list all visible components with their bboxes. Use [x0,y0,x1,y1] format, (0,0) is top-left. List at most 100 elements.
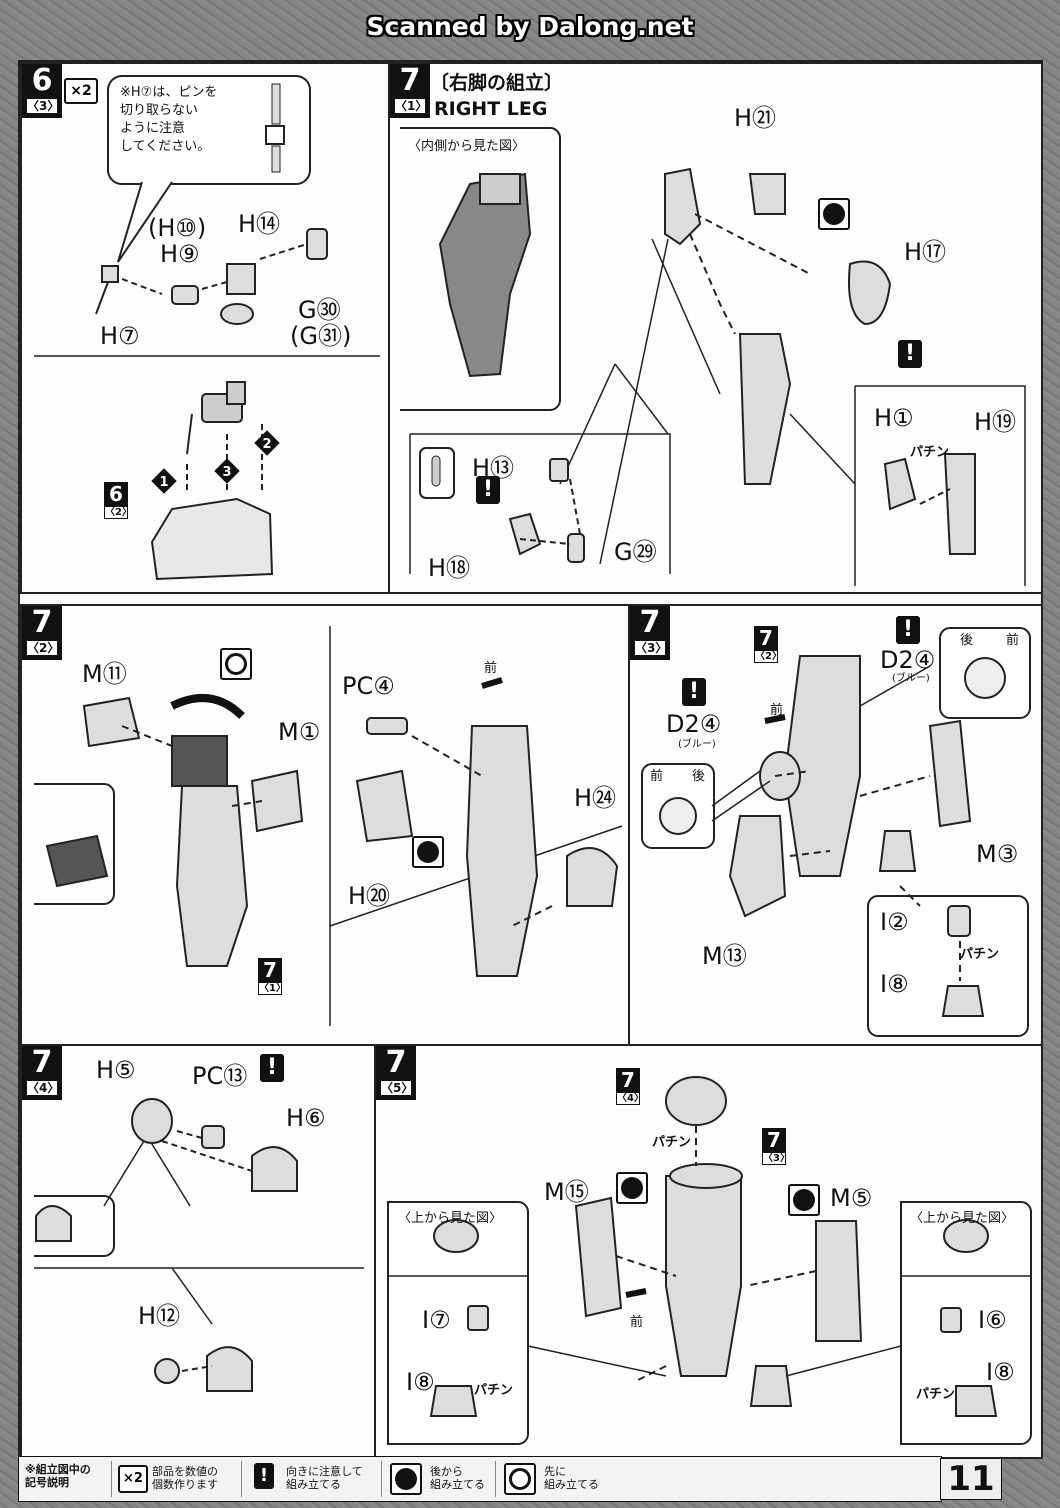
step-7-3-drawing [641,627,1031,1037]
blue-note: (ブルー) [892,673,930,684]
part-label: I⑧ [880,970,909,998]
part-label: H⑫ [138,1302,181,1330]
part-label: I⑧ [406,1368,435,1396]
step-badge: 7〈2〉 [22,606,62,660]
part-label: PC④ [342,672,395,700]
part-label: H㉔ [574,784,617,812]
part-label: M① [278,718,321,746]
part-label: I② [880,908,909,936]
part-label: G㉙ [614,538,657,566]
step-badge: 7〈4〉 [22,1046,62,1100]
part-label: H⑦ [100,322,140,350]
part-label: H⑭ [238,210,281,238]
step-title-jp: 〔右脚の組立〕 [430,72,564,94]
step-6-panel: 6〈3〉 ×2 [20,62,392,594]
step-7-1-drawing [400,127,1026,586]
front-label: 前 [630,1315,644,1330]
part-label: H㉑ [734,104,777,132]
step-badge: 6〈3〉 [22,64,62,118]
part-label: H⑰ [904,238,947,266]
part-label: I⑥ [978,1306,1007,1334]
click-sound: パチン [474,1383,514,1398]
part-label: M⑪ [82,660,127,688]
warning-icon: ! [682,678,706,706]
svg-text:2: 2 [262,437,271,452]
legend-item-first: 先に 組み立てる [495,1461,606,1497]
warning-icon: ! [476,476,500,504]
front-label: 前 [484,661,498,676]
part-label: H⑤ [96,1056,136,1084]
step-7-2-drawing [34,626,623,1026]
back-label: 後 [960,633,974,648]
reference-badge: 7〈3〉 [762,1128,790,1165]
page-number: 11 [940,1458,1002,1500]
step-7-5-panel: 7〈5〉 [374,1044,1043,1459]
part-label: H⑳ [348,882,391,910]
step-title-en: RIGHT LEG [434,98,548,120]
step-7-2-panel: 7〈2〉 M⑪ [20,604,632,1048]
part-label: PC⑬ [192,1062,248,1090]
warning-icon: ! [898,340,922,368]
part-label: (H⑩) [148,214,207,242]
part-label: (G㉛) [290,322,352,350]
step-badge: 7〈1〉 [390,64,430,118]
step-badge: 7〈5〉 [376,1046,416,1100]
symbol-legend: ※組立図中の 記号説明 ×2 部品を数値の 個数作ります ! 向きに注意して 組… [18,1456,942,1502]
svg-text:1: 1 [159,475,168,490]
assemble-later-icon [788,1184,820,1216]
warning-icon: ! [254,1463,274,1489]
step-7-4-drawing [34,1098,364,1392]
assemble-later-icon [616,1172,648,1204]
part-label: M③ [976,840,1019,868]
reference-badge: 7〈4〉 [616,1068,644,1105]
assemble-first-icon [504,1463,536,1495]
part-label: M⑤ [830,1184,873,1212]
assemble-later-icon [412,836,444,868]
step-badge: 7〈3〉 [630,606,670,660]
step-7-3-panel: 7〈3〉 ! [628,604,1043,1048]
legend-item-warning: ! 向きに注意して 組み立てる [241,1461,378,1497]
reference-badge: 6〈2〉 [104,482,132,519]
inner-view-caption: 〈内側から見た図〉 [408,139,526,154]
part-label: H⑱ [428,554,471,582]
click-sound: パチン [916,1387,956,1402]
front-label: 前 [770,703,784,718]
step-7-1-panel: 7〈1〉 〔右脚の組立〕 RIGHT LEG [388,62,1043,594]
blue-note: (ブルー) [678,739,716,750]
step-6-drawing: 1 2 3 [34,75,380,581]
part-label: I⑦ [422,1306,451,1334]
click-sound: パチン [910,445,950,460]
part-label: H① [874,404,914,432]
legend-item-later: 後から 組み立てる [381,1461,492,1497]
instruction-sheet: 6〈3〉 ×2 [18,60,1043,1459]
legend-heading: ※組立図中の 記号説明 [25,1463,91,1489]
back-label: 後 [692,769,706,784]
svg-text:3: 3 [222,465,231,480]
part-label: M⑮ [544,1178,589,1206]
step-7-5-drawing [387,1076,1032,1445]
part-label: D2④ [880,646,936,674]
part-label: D2④ [666,710,722,738]
front-label: 前 [1006,633,1020,648]
count-icon: ×2 [118,1465,148,1493]
reference-badge: 7〈1〉 [258,958,286,995]
step-7-4-panel: 7〈4〉 H⑤ PC⑬ ! H⑥ H⑫ [20,1044,378,1459]
top-view-caption: 〈上から見た図〉 [910,1211,1015,1226]
watermark: Scanned by Dalong.net [366,12,694,41]
warning-icon: ! [896,616,920,644]
top-view-caption: 〈上から見た図〉 [398,1211,503,1226]
assemble-later-icon [818,198,850,230]
legend-item-count: ×2 部品を数値の 個数作ります [111,1461,232,1497]
assemble-later-icon [390,1463,422,1495]
count-badge: ×2 [64,78,98,104]
pin-note: ※H⑦は、ピンを 切り取らない ように注意 してください。 [120,85,218,154]
assemble-first-icon [220,648,252,680]
front-label: 前 [650,769,664,784]
part-label: M⑬ [702,942,747,970]
part-label: H⑲ [974,408,1017,436]
click-sound: パチン [652,1135,692,1150]
part-label: I⑧ [986,1358,1015,1386]
part-label: H⑨ [160,240,200,268]
warning-icon: ! [260,1054,284,1082]
